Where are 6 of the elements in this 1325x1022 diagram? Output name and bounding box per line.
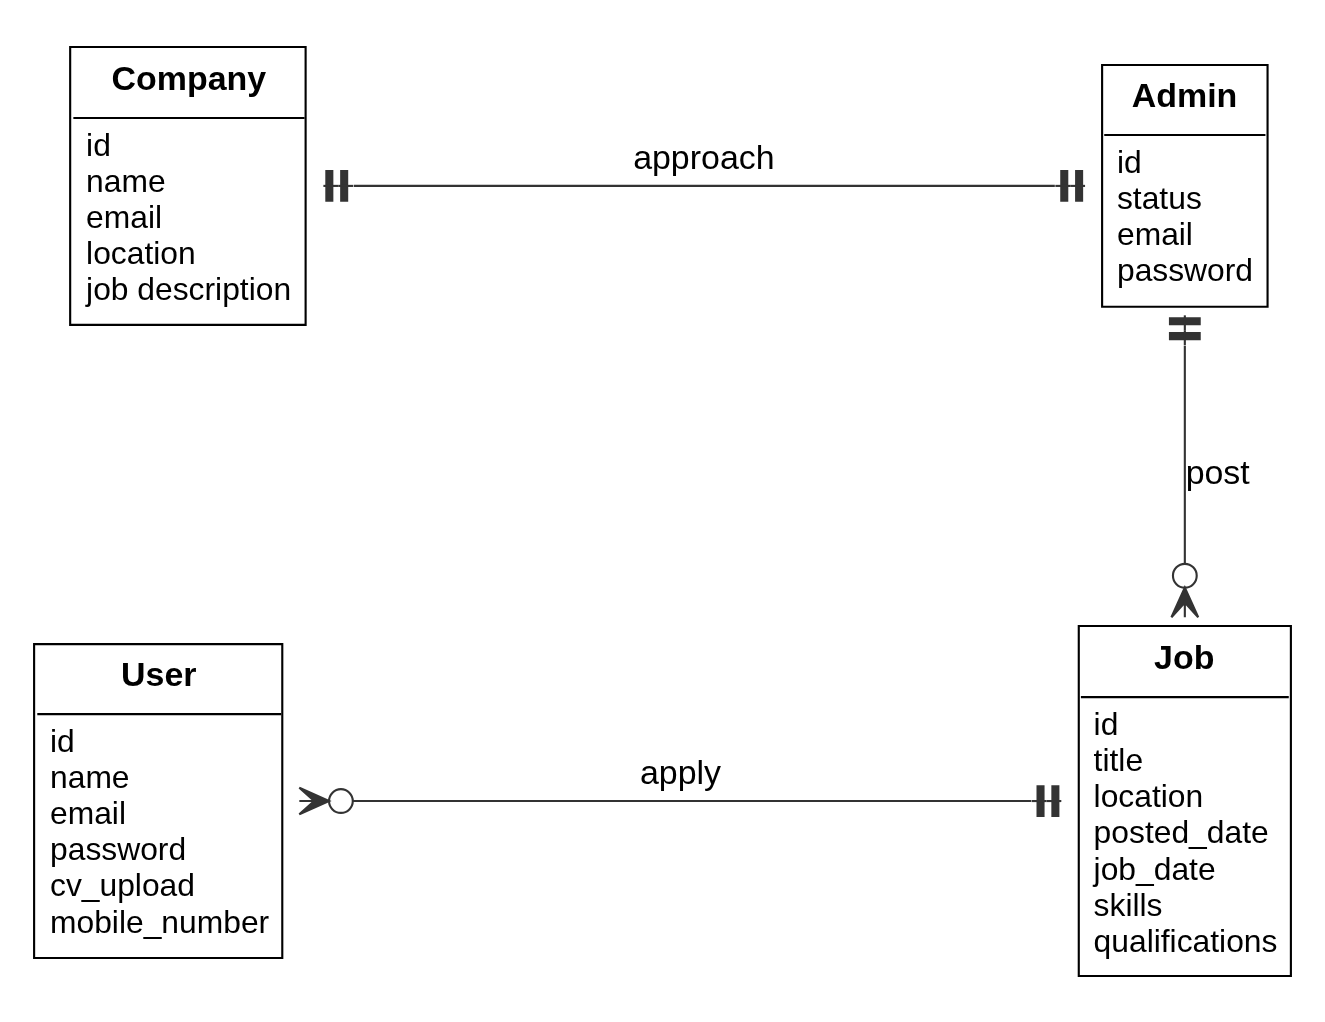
edge-label: approach (633, 137, 775, 176)
connector (1168, 314, 1201, 618)
edge-label: post (1185, 452, 1250, 490)
connector (298, 784, 1062, 817)
connector (323, 169, 1086, 202)
edge-label: apply (639, 752, 722, 791)
